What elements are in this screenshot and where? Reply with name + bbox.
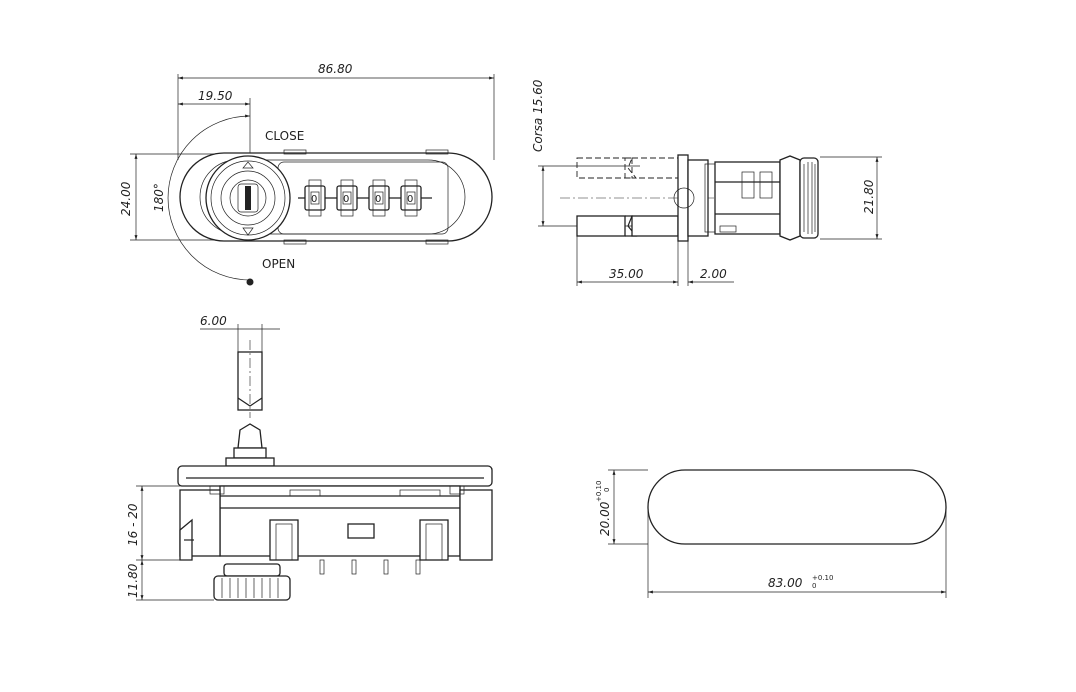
svg-text:0: 0 [311,194,317,205]
dim-shaft-width: 6.00 [200,314,227,328]
svg-text:0: 0 [375,194,381,205]
panel-cutout: 20.00 +0.10 0 83.00 +0.10 0 [595,469,947,598]
dim-side-shaft: 35.00 [609,267,644,281]
dim-cutout-width: 83.00 [768,576,803,590]
label-open: OPEN [262,257,295,271]
svg-text:0: 0 [407,194,413,205]
dim-front-width: 86.80 [318,62,353,76]
dim-front-height: 24.00 [119,181,133,216]
dim-cutout-height: 20.00 [598,501,612,536]
side-view: Corsa 15.60 [531,79,882,286]
dim-knob-height: 11.80 [126,563,140,598]
dim-side-flange: 2.00 [700,267,727,281]
dim-cutout-width-tol-upper: +0.10 [812,574,833,582]
dim-cutout-height-tol-upper: +0.10 [595,481,603,502]
svg-text:0: 0 [343,194,349,205]
combination-dials: 0 0 0 0 [298,179,432,217]
dim-cutout-height-tol-lower: 0 [603,488,611,492]
dim-panel-range: 16 - 20 [126,503,140,546]
front-view: 86.80 19.50 24.00 180° CLOSE OPEN [119,62,495,286]
dim-cutout-width-tol-lower: 0 [812,582,816,590]
section-view: 6.00 [126,314,493,601]
dim-corsa: Corsa 15.60 [531,79,545,152]
dim-front-offset: 19.50 [198,89,233,103]
label-close: CLOSE [265,129,304,143]
dim-rotation: 180° [152,183,166,212]
dim-side-height: 21.80 [862,179,876,214]
